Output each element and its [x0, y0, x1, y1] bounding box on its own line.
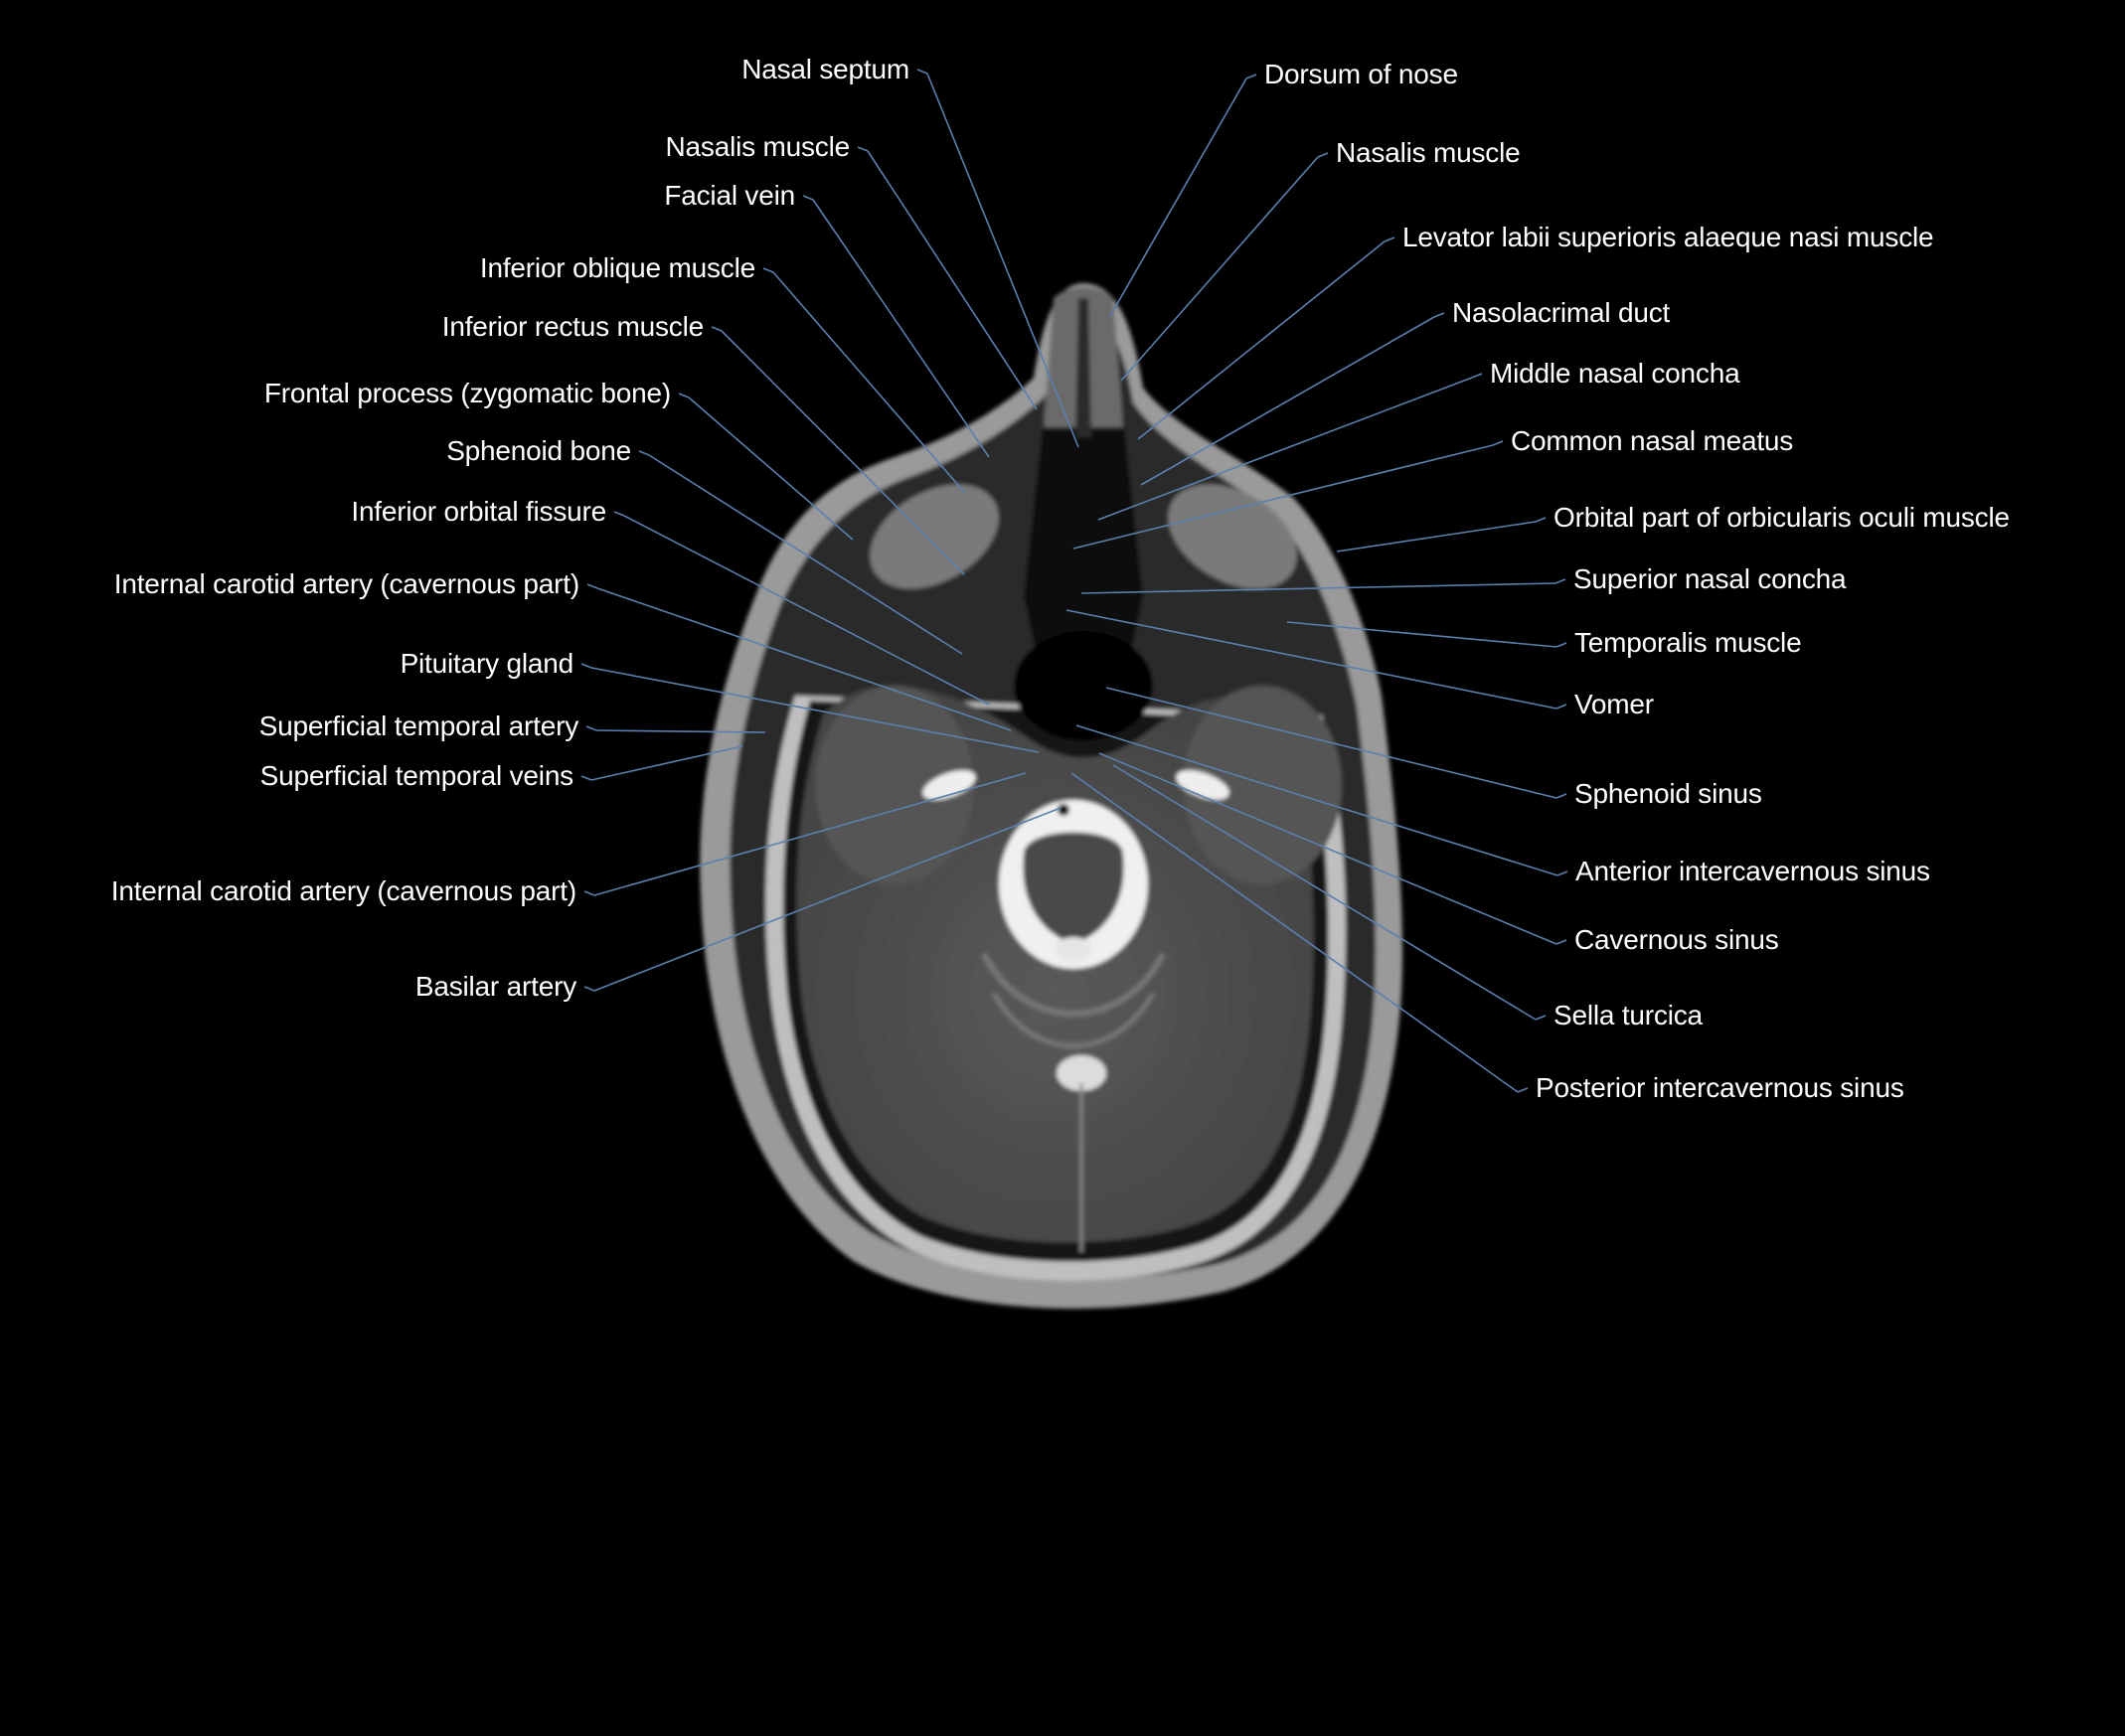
label-facial-vein: Facial vein — [664, 180, 795, 211]
label-nasalis-muscle-right: Nasalis muscle — [1336, 137, 1521, 168]
label-basilar-artery: Basilar artery — [414, 971, 576, 1002]
label-nasalis-muscle-left: Nasalis muscle — [665, 131, 851, 162]
label-orbicularis-oculi: Orbital part of orbicularis oculi muscle — [1553, 502, 2010, 533]
label-internal-carotid-upper: Internal carotid artery (cavernous part) — [113, 568, 579, 599]
label-inferior-rectus-muscle: Inferior rectus muscle — [441, 311, 704, 342]
label-superior-nasal-concha: Superior nasal concha — [1573, 563, 1847, 594]
label-nasolacrimal-duct: Nasolacrimal duct — [1452, 297, 1671, 328]
label-sphenoid-bone: Sphenoid bone — [446, 435, 631, 466]
label-inferior-orbital-fissure: Inferior orbital fissure — [351, 496, 606, 527]
label-sella-turcica: Sella turcica — [1553, 1000, 1703, 1030]
label-anterior-intercavernous-sinus: Anterior intercavernous sinus — [1575, 856, 1930, 886]
label-internal-carotid-lower: Internal carotid artery (cavernous part) — [110, 875, 576, 906]
label-posterior-intercavernous-sinus: Posterior intercavernous sinus — [1536, 1072, 1904, 1103]
label-frontal-process-zygomatic: Frontal process (zygomatic bone) — [263, 378, 671, 408]
label-superficial-temporal-veins: Superficial temporal veins — [259, 760, 574, 791]
label-superficial-temporal-artery: Superficial temporal artery — [258, 710, 579, 741]
label-vomer: Vomer — [1574, 689, 1654, 719]
label-sphenoid-sinus: Sphenoid sinus — [1574, 778, 1762, 809]
label-middle-nasal-concha: Middle nasal concha — [1490, 358, 1740, 389]
label-temporalis-muscle: Temporalis muscle — [1574, 627, 1802, 658]
label-pituitary-gland: Pituitary gland — [400, 648, 574, 679]
label-common-nasal-meatus: Common nasal meatus — [1511, 425, 1794, 456]
label-cavernous-sinus: Cavernous sinus — [1574, 924, 1779, 955]
label-inferior-oblique-muscle: Inferior oblique muscle — [479, 252, 755, 283]
label-nasal-septum: Nasal septum — [741, 54, 909, 84]
label-dorsum-of-nose: Dorsum of nose — [1264, 59, 1458, 89]
label-levator-labii: Levator labii superioris alaeque nasi mu… — [1402, 222, 1934, 252]
